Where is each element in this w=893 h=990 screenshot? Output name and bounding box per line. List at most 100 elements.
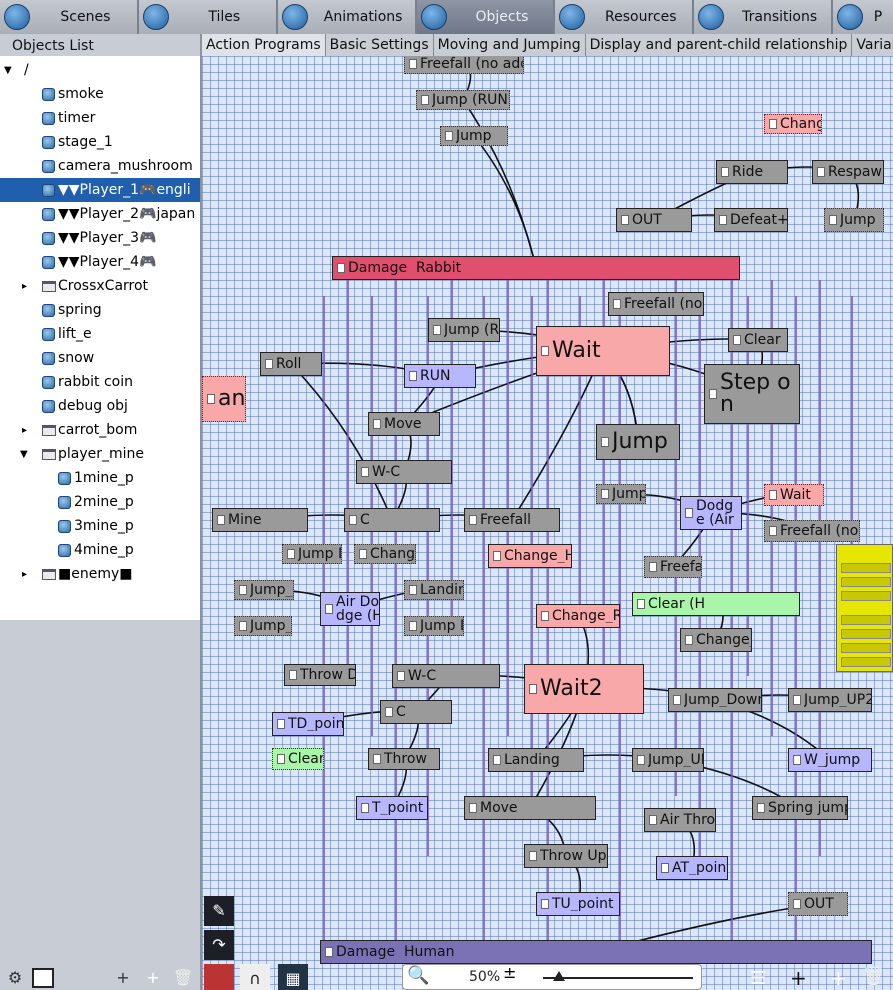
expand-down-icon[interactable]: ▼ xyxy=(20,448,28,460)
paint-icon[interactable] xyxy=(204,964,234,990)
comment-box[interactable] xyxy=(836,544,893,672)
add-folder-icon[interactable]: + xyxy=(116,968,130,987)
state-node-spring-jump[interactable]: Spring jump xyxy=(752,796,848,820)
state-node-out-b[interactable]: OUT xyxy=(788,892,848,916)
tab-scenes[interactable]: Scenes xyxy=(0,0,139,34)
state-node-jump-up2-r[interactable]: Jump_UP2 xyxy=(788,688,872,712)
delete-icon[interactable]: 🗑 xyxy=(862,966,885,987)
tree-child-item[interactable]: 4mine_p xyxy=(0,538,200,562)
state-node-jump-run-top[interactable]: Jump (RUN) xyxy=(416,90,510,110)
state-node-freefall-r[interactable]: Freefall (no add xyxy=(764,520,860,542)
tree-item[interactable]: ▼▼Player_3🎮 xyxy=(0,226,200,250)
state-node-w-jump[interactable]: W_jump xyxy=(788,748,872,772)
add-node-icon[interactable]: + xyxy=(790,966,807,990)
redo-arrow-icon[interactable]: ↷ xyxy=(204,930,234,960)
state-node-defeat[interactable]: Defeat+1 xyxy=(714,208,788,232)
state-node-jump-down-b[interactable]: Jump Down xyxy=(404,616,464,636)
tab-transitions[interactable]: Transitions xyxy=(694,0,834,34)
state-node-out-top[interactable]: OUT xyxy=(616,208,692,232)
tab-display-parent-child[interactable]: Display and parent-child relationship xyxy=(585,34,853,56)
state-node-clear-h-b[interactable]: Clear (H xyxy=(272,748,324,770)
tab-objects[interactable]: Objects xyxy=(416,0,556,34)
state-node-td-point[interactable]: TD_point xyxy=(272,712,344,736)
state-node-run[interactable]: RUN xyxy=(404,364,476,388)
state-node-change-h-mid[interactable]: Change_H xyxy=(488,544,572,568)
state-node-damage-human[interactable]: Damage Human xyxy=(320,940,872,964)
state-node-landing[interactable]: Landing xyxy=(488,748,584,772)
magnet-icon[interactable]: ∩ xyxy=(240,964,270,990)
grid-icon[interactable]: ▦ xyxy=(278,964,308,990)
state-node-respawn[interactable]: Respawn xyxy=(812,160,884,184)
tree-item[interactable]: ▼player_mine xyxy=(0,442,200,466)
state-node-landing-top[interactable]: Landing xyxy=(404,580,464,600)
state-node-jump-up[interactable]: Jump_UP xyxy=(234,580,294,600)
state-node-jump-up-b[interactable]: Jump_UP xyxy=(632,748,704,772)
tree-item[interactable]: debug obj xyxy=(0,394,200,418)
tree-root[interactable]: ▼/ xyxy=(0,58,200,82)
gear-icon[interactable]: ⚙ xyxy=(7,968,23,987)
tab-action-programs[interactable]: Action Programs xyxy=(202,34,326,56)
state-node-jump-up2[interactable]: Jump_UP2 xyxy=(234,616,292,636)
tree-child-item[interactable]: 3mine_p xyxy=(0,514,200,538)
state-node-c-top[interactable]: C xyxy=(344,508,440,532)
list-icon[interactable]: ☰ xyxy=(750,968,767,989)
expand-down-icon[interactable]: ▼ xyxy=(4,64,12,76)
state-node-throw[interactable]: Throw xyxy=(368,748,440,770)
expand-right-icon[interactable]: ▸ xyxy=(22,424,28,436)
state-node-tu-point[interactable]: TU_point xyxy=(536,892,620,916)
expand-right-icon[interactable]: ▸ xyxy=(22,568,28,580)
state-node-move-top[interactable]: Move xyxy=(368,412,440,436)
tab-project[interactable]: P xyxy=(833,0,893,34)
tab-basic-settings[interactable]: Basic Settings xyxy=(325,34,434,56)
state-node-jump-r[interactable]: Jump xyxy=(824,208,884,232)
tree-item[interactable]: ▸CrossxCarrot xyxy=(0,274,200,298)
state-node-freefall-top[interactable]: Freefall (no add xyxy=(404,56,524,74)
zoom-slider-track[interactable] xyxy=(543,977,693,979)
tree-item[interactable]: lift_e xyxy=(0,322,200,346)
state-node-clear[interactable]: Clear xyxy=(728,328,788,352)
file-icon[interactable] xyxy=(32,968,54,988)
state-node-jump-top[interactable]: Jump xyxy=(440,126,508,146)
state-node-change-r[interactable]: Change_R xyxy=(536,604,620,628)
tab-animations[interactable]: Animations xyxy=(277,0,417,34)
state-node-wc-top[interactable]: W-C xyxy=(356,460,452,484)
state-node-freefall-c[interactable]: Freefall xyxy=(464,508,560,532)
state-node-wait-r[interactable]: Wait xyxy=(764,484,824,506)
tree-item[interactable]: ▸carrot_bom xyxy=(0,418,200,442)
state-node-clear-h[interactable]: Clear (H xyxy=(632,592,800,616)
expand-right-icon[interactable]: ▸ xyxy=(22,280,28,292)
tree-item[interactable]: rabbit coin xyxy=(0,370,200,394)
tree-item[interactable]: ▼▼Player_1🎮engli xyxy=(0,178,200,202)
state-node-jump-big[interactable]: Jump xyxy=(596,424,680,460)
tree-item[interactable]: camera_mushroom xyxy=(0,154,200,178)
zoom-slider-thumb[interactable] xyxy=(553,971,565,981)
state-node-air-dodge[interactable]: Air Do dge (H xyxy=(320,592,380,626)
state-node-jump-down-top[interactable]: Jump Down xyxy=(282,544,342,564)
tab-tiles[interactable]: Tiles xyxy=(138,0,278,34)
zoom-search-icon[interactable]: 🔍 xyxy=(407,965,430,986)
state-node-roll[interactable]: Roll xyxy=(260,352,322,376)
state-node-freefall-mid[interactable]: Freefall (no add xyxy=(608,292,704,316)
state-node-at-point[interactable]: AT_point xyxy=(656,856,728,880)
add-link-icon[interactable]: + xyxy=(830,966,847,990)
state-node-throw-down[interactable]: Throw Down xyxy=(284,664,356,686)
state-node-dodge-air[interactable]: Dodg e (Air xyxy=(680,496,742,530)
tab-moving-and-jumping[interactable]: Moving and Jumping xyxy=(433,34,586,56)
state-node-damage-rabbit[interactable]: Damage Rabbit xyxy=(332,256,740,280)
state-node-t-point[interactable]: T_point xyxy=(356,796,428,820)
state-node-throw-up[interactable]: Throw Up xyxy=(524,844,608,868)
state-node-air-throw[interactable]: Air Throw xyxy=(644,808,716,832)
state-node-ride[interactable]: Ride xyxy=(716,160,788,184)
state-node-jump-l[interactable]: Jump xyxy=(596,484,646,504)
tab-resources[interactable]: Resources xyxy=(555,0,695,34)
zoom-in-minus-icon[interactable]: ± xyxy=(503,963,517,982)
tree-item[interactable]: ▸■enemy■ xyxy=(0,562,200,586)
tree-item[interactable]: snow xyxy=(0,346,200,370)
tree-item[interactable]: smoke xyxy=(0,82,200,106)
state-node-wc-b[interactable]: W-C xyxy=(392,664,500,688)
state-node-freefall-small[interactable]: Freefall xyxy=(644,556,702,578)
state-node-step-on[interactable]: Step o n xyxy=(704,364,800,424)
state-node-change-air[interactable]: Change_Air xyxy=(680,628,752,652)
state-node-change-left[interactable]: ange xyxy=(202,376,246,422)
